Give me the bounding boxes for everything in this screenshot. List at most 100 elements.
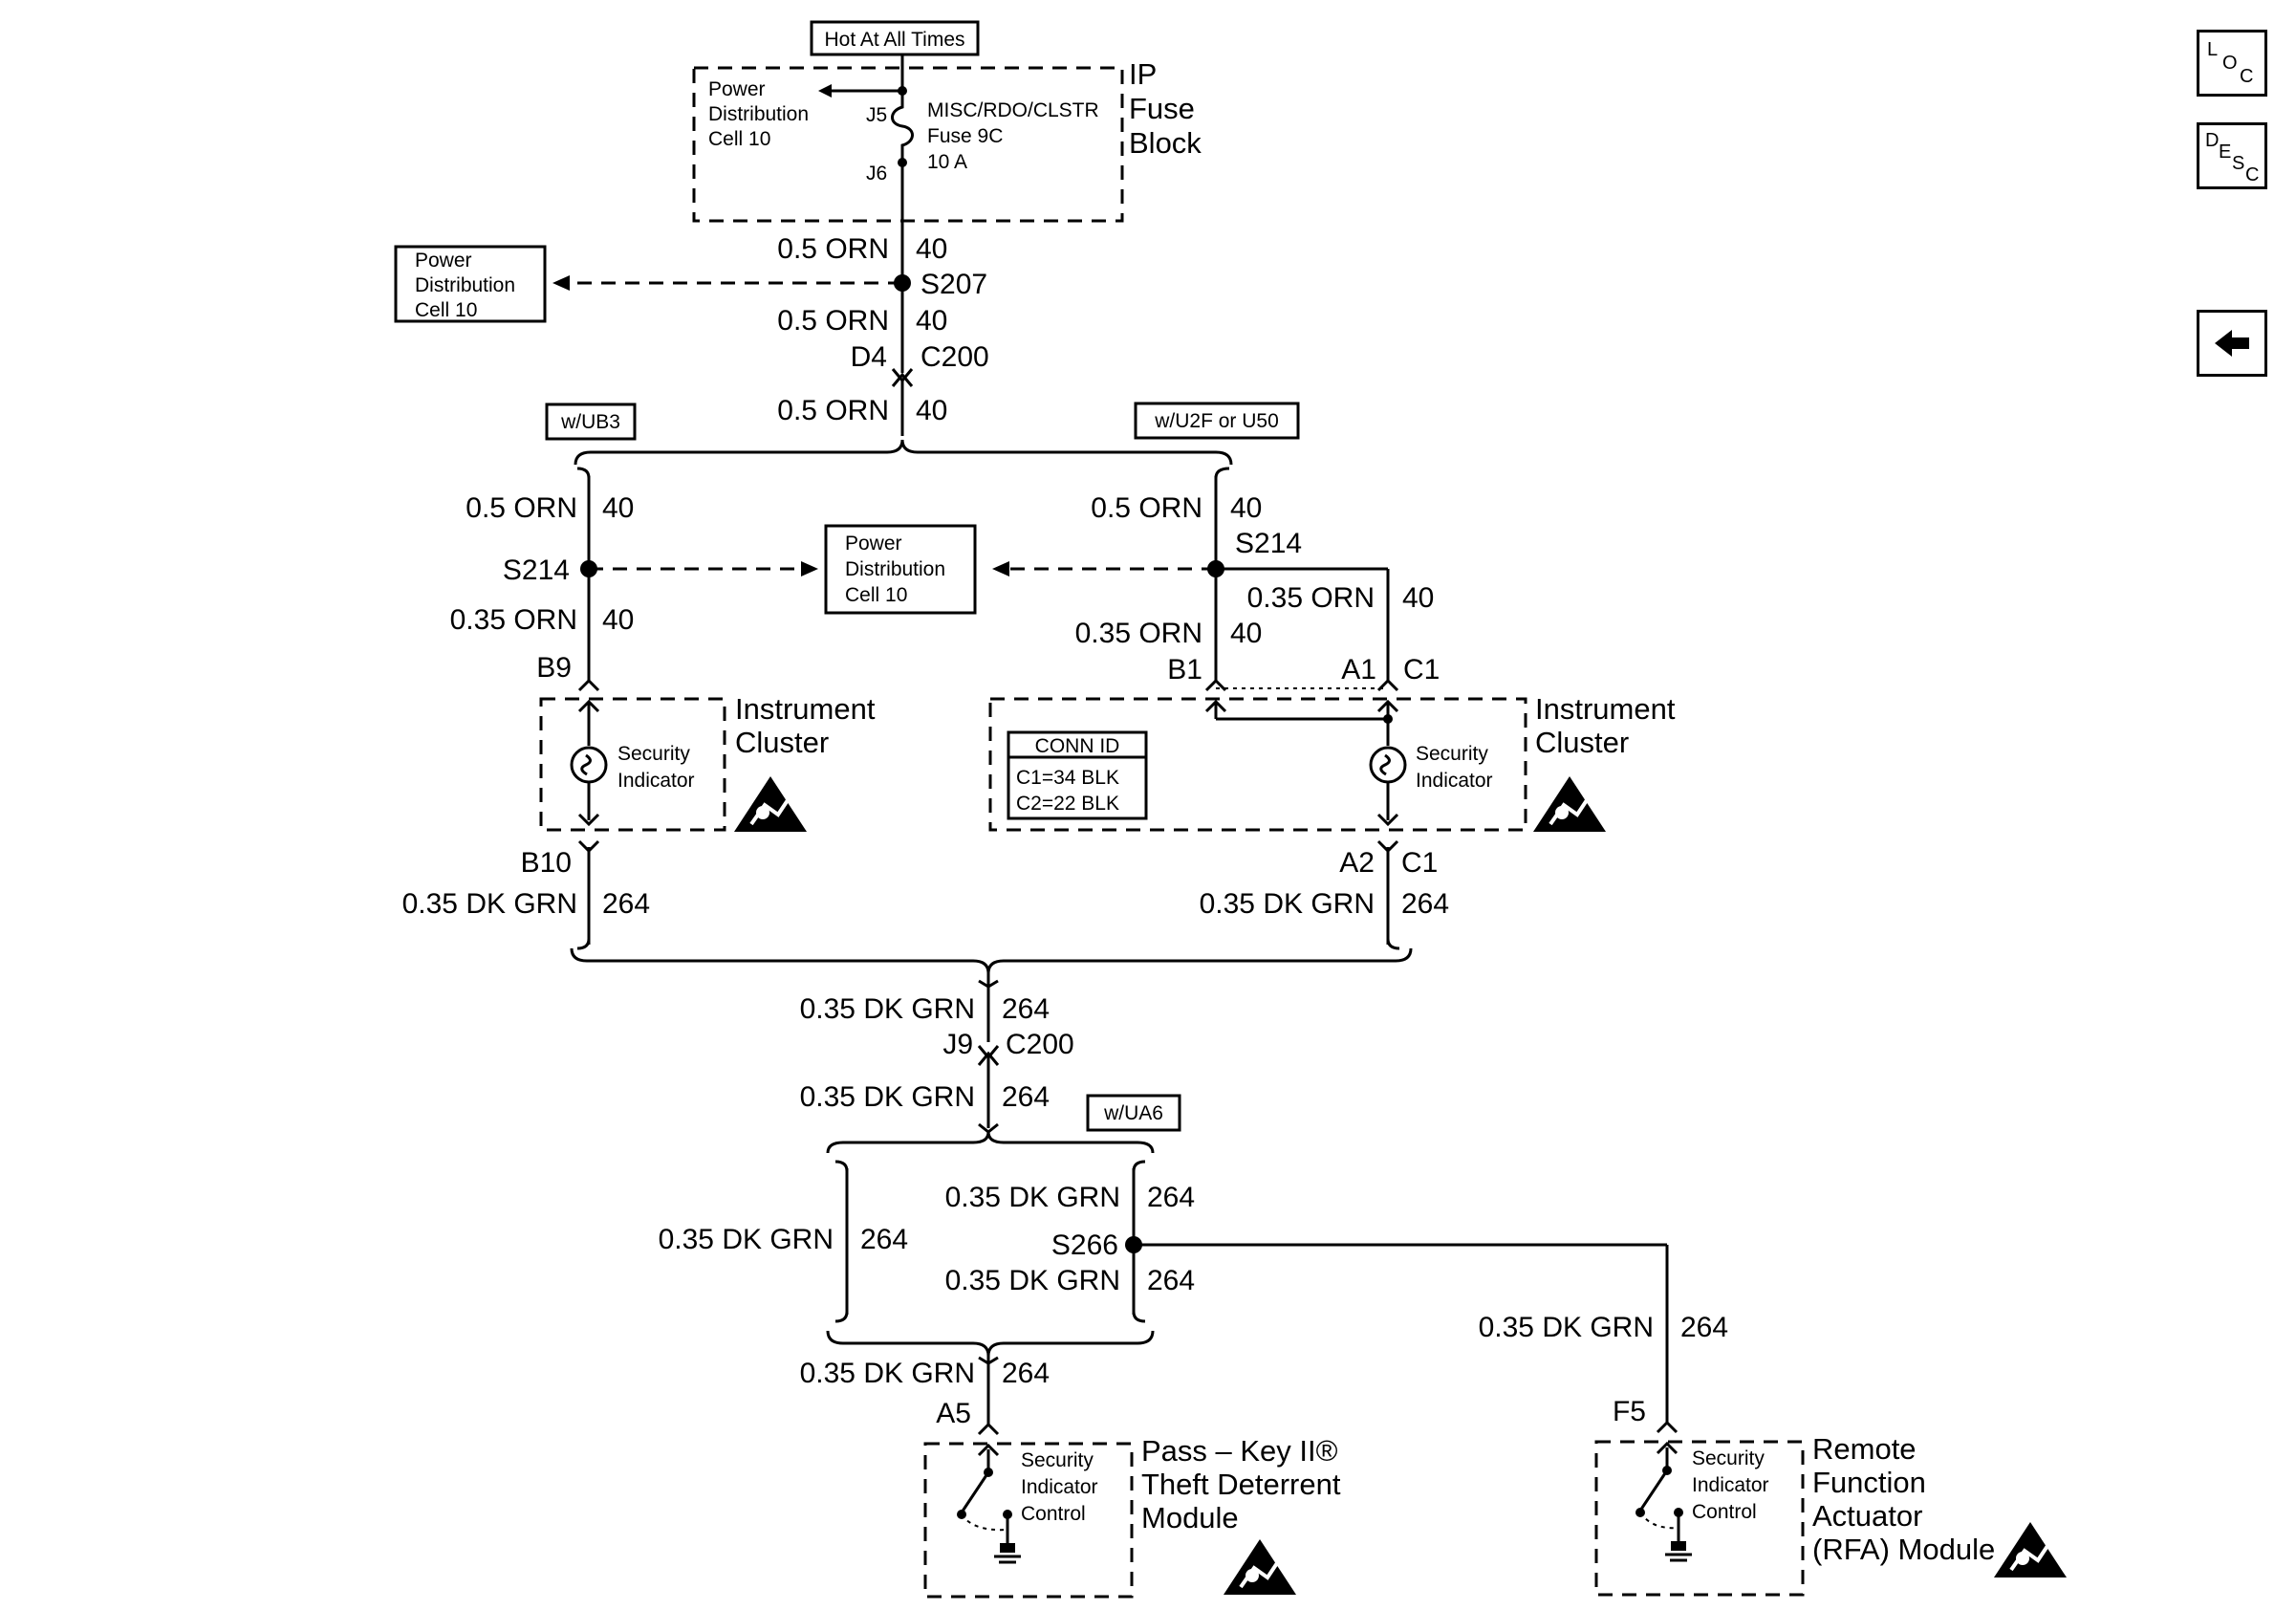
instrument-cluster-title-2: Cluster: [735, 726, 829, 759]
circuit-label: 264: [602, 888, 650, 920]
arrow-left-icon: [552, 275, 570, 291]
fuse-block-cell-label-1: Power: [708, 78, 766, 100]
control-label-1: Security: [1692, 1447, 1765, 1469]
splice-s214-label: S214: [503, 555, 570, 586]
control-label-2: Indicator: [1692, 1474, 1769, 1496]
circuit-label: 264: [1680, 1312, 1728, 1343]
wire-label: 0.5 ORN: [777, 233, 889, 265]
rfa-title-4: (RFA) Module: [1812, 1533, 1995, 1566]
fuse-icon: [891, 91, 914, 163]
fuse-rating-label: 10 A: [927, 151, 967, 173]
wire-label: 0.35 DK GRN: [800, 1081, 975, 1113]
pdc-label-3: Cell 10: [415, 299, 477, 321]
desc-icon-letter: E: [2219, 141, 2232, 163]
wire-label: 0.35 DK GRN: [945, 1182, 1120, 1213]
wire-label: 0.35 DK GRN: [945, 1265, 1120, 1296]
instrument-cluster-title-1: Instrument: [735, 692, 876, 726]
wire-label: 0.5 ORN: [777, 395, 889, 426]
wire-label: 0.35 DK GRN: [800, 1358, 975, 1389]
merge-brace: [570, 947, 1413, 974]
passkey-title-1: Pass – Key II®: [1141, 1434, 1338, 1468]
wire-label: 0.5 ORN: [466, 492, 577, 524]
wire-label: 0.35 ORN: [1247, 582, 1375, 614]
pdc-label-2: Distribution: [845, 558, 945, 580]
fuse-block-title-2: Fuse: [1129, 92, 1195, 125]
arrow-right-icon: [801, 561, 818, 577]
connector-c1-label: C1: [1403, 654, 1440, 685]
connector-b10-label: B10: [521, 847, 572, 879]
option-tag-u2f-u50-label: w/U2F or U50: [1154, 410, 1279, 432]
passkey-title-3: Module: [1141, 1501, 1239, 1534]
fuse-block-title-1: IP: [1129, 57, 1157, 91]
connector-c200-label: C200: [1006, 1029, 1074, 1060]
wire-label: 0.5 ORN: [1091, 492, 1202, 524]
fuse-block-cell-label-2: Distribution: [708, 103, 809, 125]
circuit-label: 40: [1402, 582, 1434, 614]
conn-id-table: [1007, 730, 1148, 820]
connector-f5-label: F5: [1613, 1396, 1646, 1427]
circuit-label: 264: [1002, 1358, 1050, 1389]
pin-j5-label: J5: [866, 104, 887, 126]
control-label-1: Security: [1021, 1449, 1094, 1471]
esd-warning-icon: [1222, 1537, 1298, 1597]
fuse-id-label: Fuse 9C: [927, 125, 1003, 147]
circuit-label: 264: [1401, 888, 1449, 920]
ground-icon: [1671, 1541, 1686, 1551]
pdc-label-1: Power: [415, 250, 472, 272]
circuit-label: 40: [916, 305, 947, 337]
instrument-cluster-left: [539, 697, 726, 832]
connector-b9-label: B9: [536, 652, 572, 684]
security-indicator-label-2: Indicator: [1416, 770, 1493, 792]
loc-icon-letter: C: [2240, 66, 2254, 87]
ground-icon: [1000, 1543, 1015, 1553]
circuit-label: 264: [1002, 1081, 1050, 1113]
wire-label: 0.35 ORN: [1075, 618, 1202, 649]
hot-at-all-times-tag: [810, 20, 980, 56]
loc-button[interactable]: L O C: [2197, 30, 2267, 97]
connector-j9-label: J9: [942, 1029, 973, 1060]
connector-d4-label: D4: [851, 341, 887, 373]
desc-button[interactable]: D E S C: [2197, 122, 2267, 189]
fuse-block-title-3: Block: [1129, 126, 1202, 160]
connector-a1-symbol: [1376, 678, 1399, 692]
pdc-label-2: Distribution: [415, 274, 515, 296]
circuit-label: 264: [1147, 1265, 1195, 1296]
switch-icon: [1638, 1469, 1669, 1512]
security-indicator-label-1: Security: [1416, 743, 1488, 765]
wire-label: 0.35 DK GRN: [402, 888, 577, 920]
switch-icon: [960, 1471, 990, 1513]
pin-j6-label: J6: [866, 163, 887, 185]
connector-a2-label: A2: [1339, 847, 1375, 879]
connector-a5-symbol: [977, 1422, 1000, 1436]
back-button[interactable]: [2197, 310, 2267, 377]
circuit-label: 264: [1147, 1182, 1195, 1213]
option-brace: [574, 439, 1233, 466]
arrow-left-icon: [818, 84, 832, 98]
merge-brace: [826, 1330, 1155, 1357]
desc-icon: D: [2205, 130, 2220, 151]
connector-a5-label: A5: [936, 1398, 971, 1429]
desc-icon-letter: C: [2245, 164, 2260, 185]
instrument-cluster-right: [988, 697, 1527, 832]
splice-s207-label: S207: [921, 269, 987, 300]
connector-b1-label: B1: [1167, 654, 1202, 685]
fuse-block-cell-label-3: Cell 10: [708, 128, 770, 150]
rfa-module: [1594, 1440, 1805, 1597]
power-distribution-box: [394, 245, 547, 323]
wire-label: 0.35 DK GRN: [800, 993, 975, 1025]
rfa-title-1: Remote: [1812, 1432, 1917, 1466]
option-tag-ua6-label: w/UA6: [1103, 1102, 1163, 1124]
security-indicator-label-1: Security: [617, 743, 690, 765]
splice-s214-label: S214: [1235, 528, 1302, 559]
connector-b1-symbol: [1204, 678, 1227, 692]
arrow-left-icon: [992, 561, 1009, 577]
conn-id-title: CONN ID: [1035, 735, 1120, 757]
splice-s266-label: S266: [1051, 1229, 1118, 1261]
wire-label: 0.35 ORN: [450, 604, 577, 636]
connector-c1-label: C1: [1401, 847, 1438, 879]
pdc-label-1: Power: [845, 533, 902, 555]
passkey-title-2: Theft Deterrent: [1141, 1468, 1341, 1501]
esd-warning-icon: [732, 774, 809, 834]
esd-warning-icon: [1992, 1520, 2069, 1579]
